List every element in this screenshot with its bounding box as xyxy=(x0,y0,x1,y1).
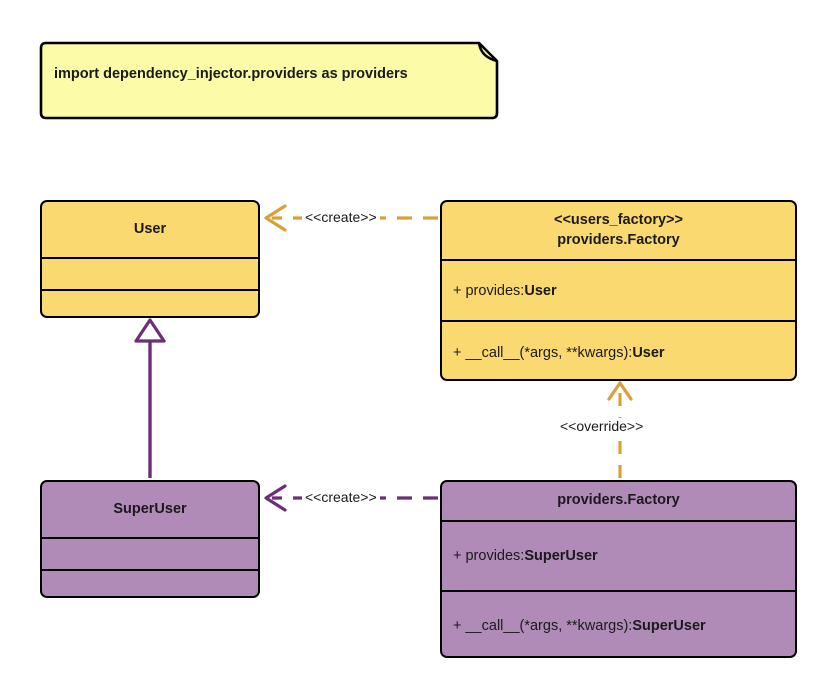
class-methods-providers-factory: + __call__(*args, **kwargs): SuperUser xyxy=(442,590,795,656)
class-box-users-factory[interactable]: <<users_factory>> providers.Factory + pr… xyxy=(440,200,797,381)
class-name-providers-factory: providers.Factory xyxy=(557,492,680,509)
method-type-call-super: SuperUser xyxy=(632,618,706,634)
class-name-user: User xyxy=(133,220,167,237)
class-methods-user xyxy=(42,289,258,316)
class-box-user[interactable]: User xyxy=(40,200,260,318)
attribute-type-provides: User xyxy=(524,282,557,299)
class-title-providers-factory: providers.Factory xyxy=(442,482,795,520)
attribute-label-provides: + provides: xyxy=(453,282,525,299)
class-title-superuser: SuperUser xyxy=(42,482,258,537)
class-name-users-factory: providers.Factory xyxy=(557,231,680,248)
attribute-label-provides-super: + provides: xyxy=(453,548,525,564)
method-type-call: User xyxy=(632,344,665,361)
edge-generalization xyxy=(134,318,166,478)
class-attributes-users-factory: + provides: User xyxy=(442,259,795,320)
class-title-user: User xyxy=(42,202,258,257)
class-box-providers-factory[interactable]: providers.Factory + provides: SuperUser … xyxy=(440,480,797,658)
note-import: import dependency_injector.providers as … xyxy=(38,40,500,121)
attribute-type-provides-super: SuperUser xyxy=(524,548,598,564)
method-label-call-super: + __call__(*args, **kwargs): xyxy=(453,618,633,634)
note-text: import dependency_injector.providers as … xyxy=(54,66,408,82)
class-title-users-factory: <<users_factory>> providers.Factory xyxy=(442,202,795,259)
class-methods-users-factory: + __call__(*args, **kwargs): User xyxy=(442,320,795,379)
class-attributes-user xyxy=(42,257,258,289)
edge-label-override: <<override>> xyxy=(557,418,647,434)
class-attributes-superuser xyxy=(42,537,258,569)
class-stereotype-users-factory: <<users_factory>> xyxy=(554,211,683,228)
edge-label-create-user: <<create>> xyxy=(302,209,380,225)
class-methods-superuser xyxy=(42,569,258,596)
edge-label-create-superuser: <<create>> xyxy=(302,489,380,505)
class-attributes-providers-factory: + provides: SuperUser xyxy=(442,520,795,590)
note-shape xyxy=(39,41,499,120)
method-label-call: + __call__(*args, **kwargs): xyxy=(453,344,633,361)
class-box-superuser[interactable]: SuperUser xyxy=(40,480,260,598)
class-name-superuser: SuperUser xyxy=(113,500,187,517)
